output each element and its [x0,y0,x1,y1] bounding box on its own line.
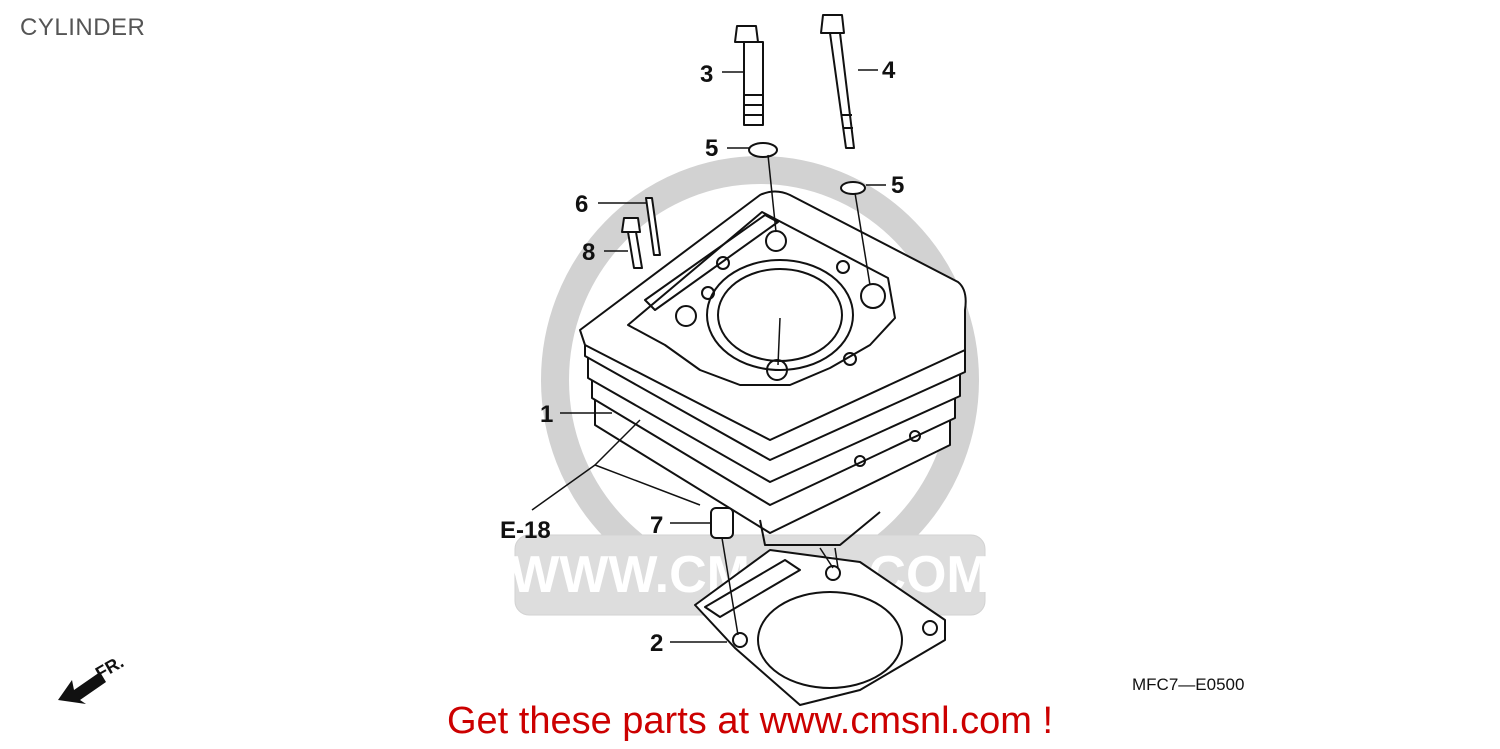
guide-lines [531,69,886,643]
promo-banner[interactable]: Get these parts at www.cmsnl.com ! [446,700,1054,742]
cylinder-block[interactable] [579,190,967,546]
dowel-pin-7[interactable] [710,507,734,539]
page-title: CYLINDER [20,14,146,41]
reference-e18: E-18 [500,517,551,544]
callout-4: 4 [882,57,896,84]
bolt-3[interactable] [734,25,764,126]
callout-8: 8 [582,239,595,266]
stud-6[interactable] [645,197,661,256]
callout-5-right: 5 [891,172,904,199]
base-gasket-2[interactable] [694,549,946,706]
bolt-8[interactable] [621,217,643,269]
diagram-code: MFC7—E0500 [1132,675,1244,694]
callout-3: 3 [700,61,713,88]
callout-5-left: 5 [705,135,718,162]
callout-1: 1 [540,401,553,428]
front-direction-arrow-icon: FR. [58,652,127,704]
callout-6: 6 [575,191,588,218]
bolt-4[interactable] [820,14,855,149]
callout-7: 7 [650,512,663,539]
washer-5-left[interactable] [748,142,778,158]
washer-5-right[interactable] [840,181,866,195]
callout-2: 2 [650,630,663,657]
